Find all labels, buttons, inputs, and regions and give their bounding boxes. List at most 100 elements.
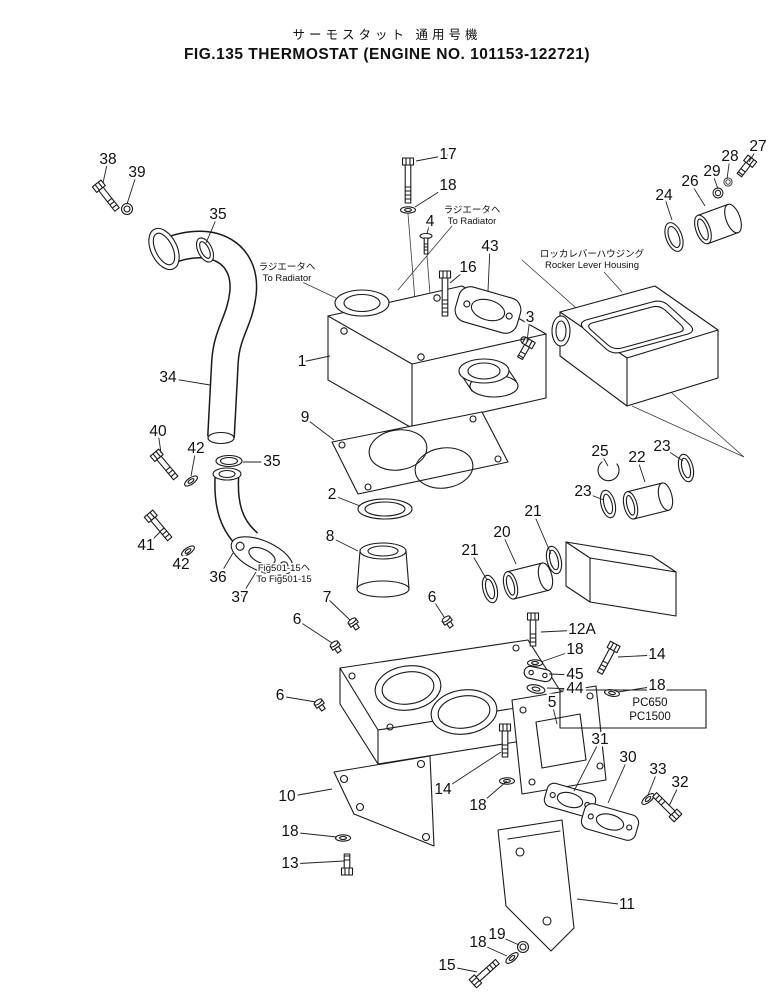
callout-35: 35 bbox=[263, 453, 280, 470]
callout-leader-3-2 bbox=[526, 317, 531, 342]
callout-7: 7 bbox=[323, 589, 332, 606]
callout-leader-15-17 bbox=[446, 965, 478, 973]
callout-leader-36-46 bbox=[217, 552, 234, 579]
note-to-radiator-top-line0: ラジエータヘ bbox=[444, 205, 501, 216]
callout-leader-9-10 bbox=[304, 417, 335, 441]
callout-26: 26 bbox=[681, 173, 698, 190]
callout-leader-31-40 bbox=[573, 739, 601, 792]
connector-tube-26 bbox=[694, 203, 742, 245]
note-to-radiator-top-line1: To Radiator bbox=[448, 216, 497, 227]
callout-leader-5-4 bbox=[551, 702, 558, 725]
callout-leader-6-6 bbox=[431, 597, 445, 618]
callout-18: 18 bbox=[439, 177, 456, 194]
plug-6-lower bbox=[312, 697, 328, 713]
callout-leader-32-41 bbox=[668, 782, 681, 807]
seal-ring-2 bbox=[357, 498, 413, 520]
callout-24: 24 bbox=[655, 187, 673, 204]
callout-leader-42-53 bbox=[180, 552, 189, 566]
bolt-14-right bbox=[594, 640, 621, 677]
callout-leader-39-49 bbox=[126, 172, 138, 205]
washer-18-bottom bbox=[503, 950, 521, 966]
washer-42-upper bbox=[182, 473, 200, 489]
o-ring-21-left bbox=[481, 574, 499, 604]
bracket-11 bbox=[497, 819, 575, 952]
callout-9: 9 bbox=[301, 409, 310, 426]
callout-27: 27 bbox=[749, 138, 766, 155]
callout-14: 14 bbox=[648, 646, 666, 663]
callout-leader-14-16 bbox=[442, 751, 502, 791]
callout-35: 35 bbox=[209, 206, 226, 223]
lower-housing-part bbox=[339, 639, 567, 765]
o-ring-24 bbox=[664, 222, 684, 252]
callout-20: 20 bbox=[493, 524, 511, 541]
bypass-tube-22 bbox=[622, 482, 674, 520]
note-to-radiator-left-line1: To Radiator bbox=[263, 273, 312, 284]
callout-leader-6-7 bbox=[279, 695, 317, 703]
callout-leader-40-50 bbox=[157, 431, 162, 454]
flange-37 bbox=[230, 536, 294, 576]
note-to-radiator-left-line0: ラジエータヘ bbox=[259, 262, 316, 273]
callout-21: 21 bbox=[461, 542, 478, 559]
callout-15: 15 bbox=[438, 957, 455, 974]
callout-leader-35-44 bbox=[205, 214, 219, 244]
callout-16: 16 bbox=[459, 259, 476, 276]
callout-18: 18 bbox=[469, 934, 486, 951]
callout-leader-24-33 bbox=[663, 195, 673, 221]
plug-6-left bbox=[328, 639, 344, 655]
callout-leader-10-11 bbox=[286, 788, 333, 798]
callout-31: 31 bbox=[591, 731, 608, 748]
callout-28: 28 bbox=[721, 148, 738, 165]
callout-leader-17-19 bbox=[415, 154, 449, 162]
callout-leader-21-29 bbox=[469, 550, 488, 581]
callout-25: 25 bbox=[591, 443, 608, 460]
bolt-32 bbox=[650, 790, 683, 823]
bolt-13 bbox=[340, 853, 354, 876]
callout-leader-16-18 bbox=[449, 267, 469, 284]
callout-45: 45 bbox=[566, 666, 583, 683]
callout-leader-33-42 bbox=[647, 769, 659, 796]
callout-leader-12A-13 bbox=[540, 629, 583, 633]
callout-leader-11-12 bbox=[576, 898, 628, 906]
callout-37: 37 bbox=[231, 589, 248, 606]
washer-18-top bbox=[399, 206, 417, 214]
callout-leader-13-14 bbox=[289, 860, 345, 865]
bolt-15 bbox=[468, 956, 502, 989]
callout-39: 39 bbox=[128, 164, 145, 181]
callout-6: 6 bbox=[293, 611, 302, 628]
cover-plate-5 bbox=[511, 685, 607, 795]
callout-leader-30-39 bbox=[607, 757, 629, 804]
water-tube-20 bbox=[502, 562, 554, 600]
callout-6: 6 bbox=[428, 589, 437, 606]
callout-43: 43 bbox=[481, 238, 498, 255]
callout-leader-42-52 bbox=[190, 448, 197, 477]
callout-23: 23 bbox=[653, 438, 670, 455]
o-ring-28 bbox=[723, 177, 733, 187]
callout-leader-44-55 bbox=[546, 687, 576, 690]
callout-leader-18-20 bbox=[414, 185, 449, 208]
clip-25 bbox=[597, 461, 620, 482]
callout-leader-4-3 bbox=[426, 221, 431, 235]
callout-leader-41-51 bbox=[145, 531, 161, 547]
callout-36: 36 bbox=[209, 569, 226, 586]
figure-title-jp: サーモスタット 通用号機 bbox=[292, 28, 482, 42]
callout-leader-37-47 bbox=[239, 571, 257, 599]
elbow-tube-36 bbox=[212, 467, 259, 552]
washer-18-12a bbox=[526, 659, 544, 667]
callout-11: 11 bbox=[619, 896, 635, 913]
callout-12A: 12A bbox=[568, 621, 596, 638]
callout-leader-43-54 bbox=[487, 246, 491, 292]
o-ring-35-upper bbox=[195, 237, 215, 263]
callout-30: 30 bbox=[619, 749, 637, 766]
callout-leader-25-34 bbox=[599, 451, 609, 467]
o-ring-39 bbox=[120, 202, 134, 216]
note-applicable-models-line0: PC650 bbox=[632, 697, 667, 709]
callout-13: 13 bbox=[281, 855, 298, 872]
figure-header: サーモスタット 通用号機 FIG.135 THERMOSTAT (ENGINE … bbox=[0, 24, 774, 64]
callout-29: 29 bbox=[703, 163, 720, 180]
gasket-43 bbox=[454, 286, 522, 334]
washer-18-plate bbox=[334, 834, 352, 842]
note-applicable-models-line1: PC1500 bbox=[629, 711, 671, 723]
callout-leader-8-9 bbox=[329, 536, 359, 552]
